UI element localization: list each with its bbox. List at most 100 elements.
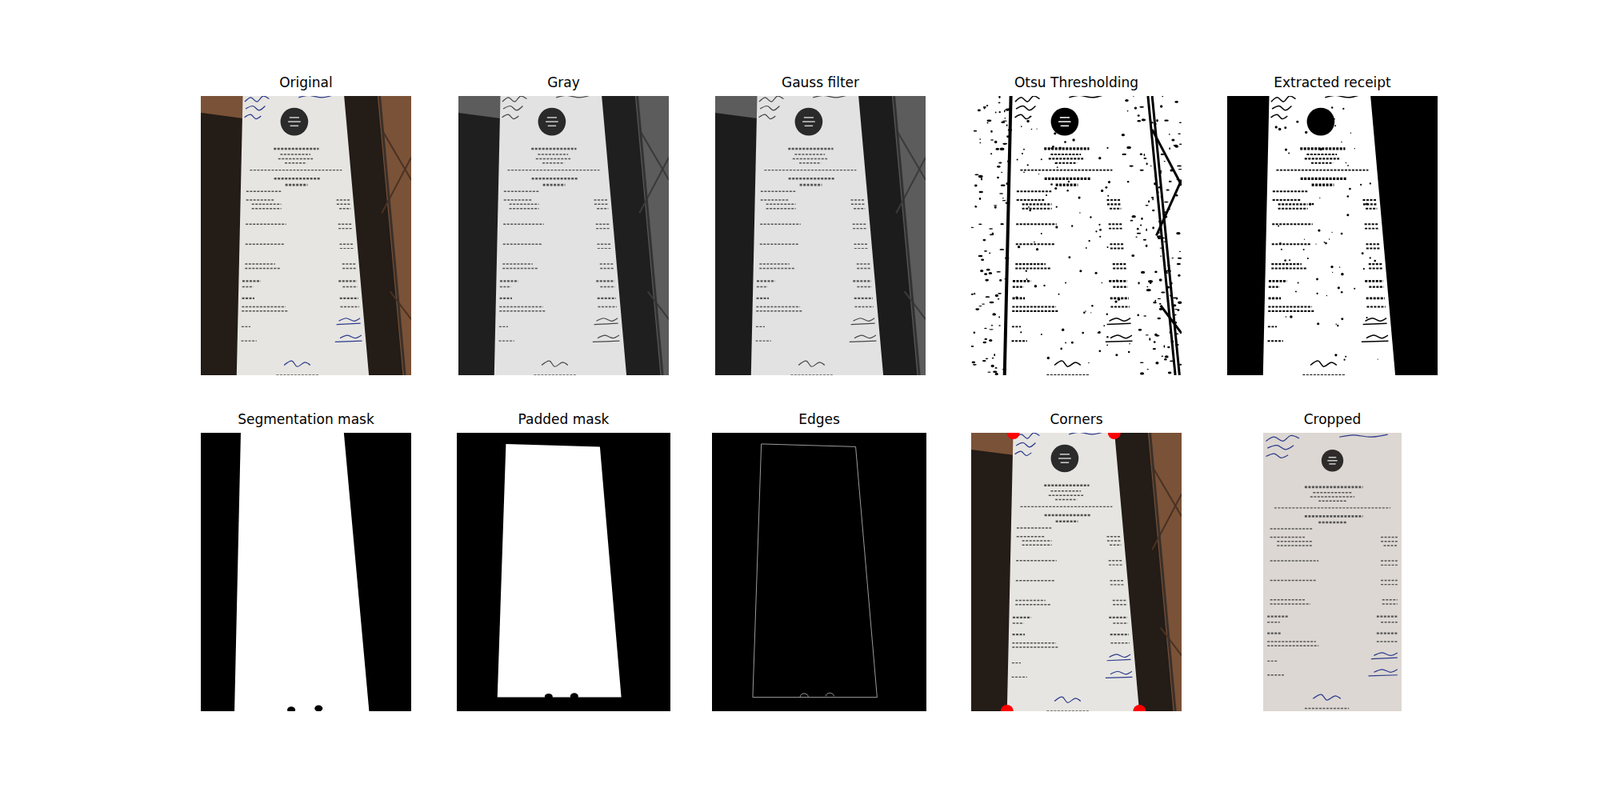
noise-speck: [1365, 202, 1368, 205]
noise-speck: [1343, 359, 1345, 361]
noise-speck: [1339, 266, 1341, 268]
handwriting: [759, 114, 776, 119]
receipt-text-line: [1366, 248, 1381, 250]
noise-speck: [1028, 206, 1030, 208]
receipt-text-line: [1272, 190, 1308, 192]
receipt-text-line: [756, 280, 776, 282]
receipt-text-line: [800, 184, 823, 187]
receipt-text-line: [856, 286, 872, 288]
table-edge: [1150, 432, 1176, 712]
noise-speck: [1026, 120, 1030, 124]
noise-speck: [971, 345, 974, 348]
noise-speck: [1337, 286, 1340, 289]
noise-speck: [1006, 124, 1008, 127]
noise-speck: [1144, 153, 1146, 156]
receipt-text-line: [1050, 490, 1081, 492]
receipt-text-line: [276, 374, 319, 376]
handwriting: [503, 106, 523, 111]
edge-outline: [752, 444, 877, 698]
image-part: [548, 125, 556, 128]
noise-speck: [1115, 353, 1118, 356]
receipt-text-line: [1056, 520, 1079, 524]
image-part: [547, 116, 557, 119]
receipt-text-line: [1267, 621, 1280, 624]
handwriting: [340, 335, 362, 339]
image-part: [971, 432, 1182, 712]
receipt-text-line: [756, 297, 769, 300]
receipt-text-line: [1267, 674, 1284, 676]
noise-speck: [979, 142, 981, 144]
receipt-text-line: [1268, 305, 1312, 308]
receipt-text-line: [1276, 169, 1368, 172]
noise-speck: [1034, 284, 1037, 288]
noise-speck: [1354, 148, 1356, 149]
noise-speck: [1157, 298, 1161, 300]
receipt-text-line: [851, 204, 865, 206]
receipt-text-line: [1267, 616, 1288, 618]
noise-speck: [1088, 362, 1089, 364]
panel-title: Extracted receipt: [1227, 72, 1438, 93]
noise-speck: [987, 122, 989, 124]
receipt-text-line: [1268, 325, 1277, 328]
handwriting: [1016, 106, 1036, 111]
receipt-text-line: [1012, 642, 1056, 644]
image-part: [456, 432, 671, 712]
receipt-text-line: [1311, 162, 1333, 164]
noise-speck: [1369, 182, 1372, 184]
noise-speck: [1176, 165, 1182, 168]
noise-speck: [1164, 120, 1169, 122]
noise-speck: [1128, 164, 1133, 167]
noise-speck: [1040, 232, 1043, 235]
noise-speck: [1085, 247, 1088, 249]
noise-speck: [1138, 328, 1143, 332]
receipt-text-line: [1376, 640, 1398, 643]
receipt-text-line: [244, 268, 280, 270]
noise-speck: [1279, 242, 1282, 245]
noise-speck: [1176, 296, 1179, 300]
receipt-text-line: [1056, 184, 1079, 187]
receipt-text-line: [1044, 484, 1089, 487]
table-edge: [1148, 96, 1176, 376]
receipt-text-line: [244, 263, 275, 265]
noise-speck: [1173, 144, 1176, 147]
receipt-text-line: [1304, 157, 1340, 160]
receipt-text-line: [1300, 147, 1345, 150]
noise-speck: [1168, 147, 1171, 150]
handwriting: [1361, 340, 1389, 342]
noise-speck: [1159, 303, 1162, 305]
noise-speck: [1072, 138, 1075, 141]
noise-speck: [1369, 256, 1372, 259]
receipt-text-line: [799, 162, 821, 164]
noise-speck: [982, 360, 987, 362]
noise-speck: [1153, 340, 1156, 344]
receipt-text-line: [1016, 536, 1045, 538]
image-panel: Gray: [458, 72, 669, 376]
noise-speck: [1023, 171, 1025, 173]
noise-speck: [1328, 238, 1330, 240]
receipt-image: [1227, 96, 1438, 376]
noise-speck: [1136, 313, 1139, 316]
receipt-text-line: [1278, 208, 1308, 210]
noise-speck: [972, 361, 976, 364]
floor: [200, 96, 248, 119]
noise-speck: [1345, 162, 1347, 164]
receipt-text-line: [1110, 642, 1129, 644]
handwriting: [1015, 96, 1040, 102]
noise-speck: [1128, 351, 1131, 354]
receipt-text-line: [1044, 514, 1092, 517]
noise-speck: [1004, 117, 1006, 120]
handwriting: [1054, 696, 1081, 703]
noise-speck: [1334, 124, 1336, 127]
receipt-text-line: [1015, 267, 1051, 269]
receipt-text-line: [1022, 540, 1052, 542]
receipt-text-line: [756, 326, 765, 328]
table-edge: [637, 96, 664, 376]
noise-speck: [1130, 220, 1134, 222]
receipt-text-line: [1108, 564, 1123, 566]
noise-speck: [995, 148, 1000, 151]
receipt-text-line: [1368, 267, 1383, 269]
noise-speck: [995, 112, 997, 114]
handwriting: [502, 114, 520, 119]
noise-speck: [979, 138, 981, 140]
noise-speck: [1317, 228, 1320, 232]
